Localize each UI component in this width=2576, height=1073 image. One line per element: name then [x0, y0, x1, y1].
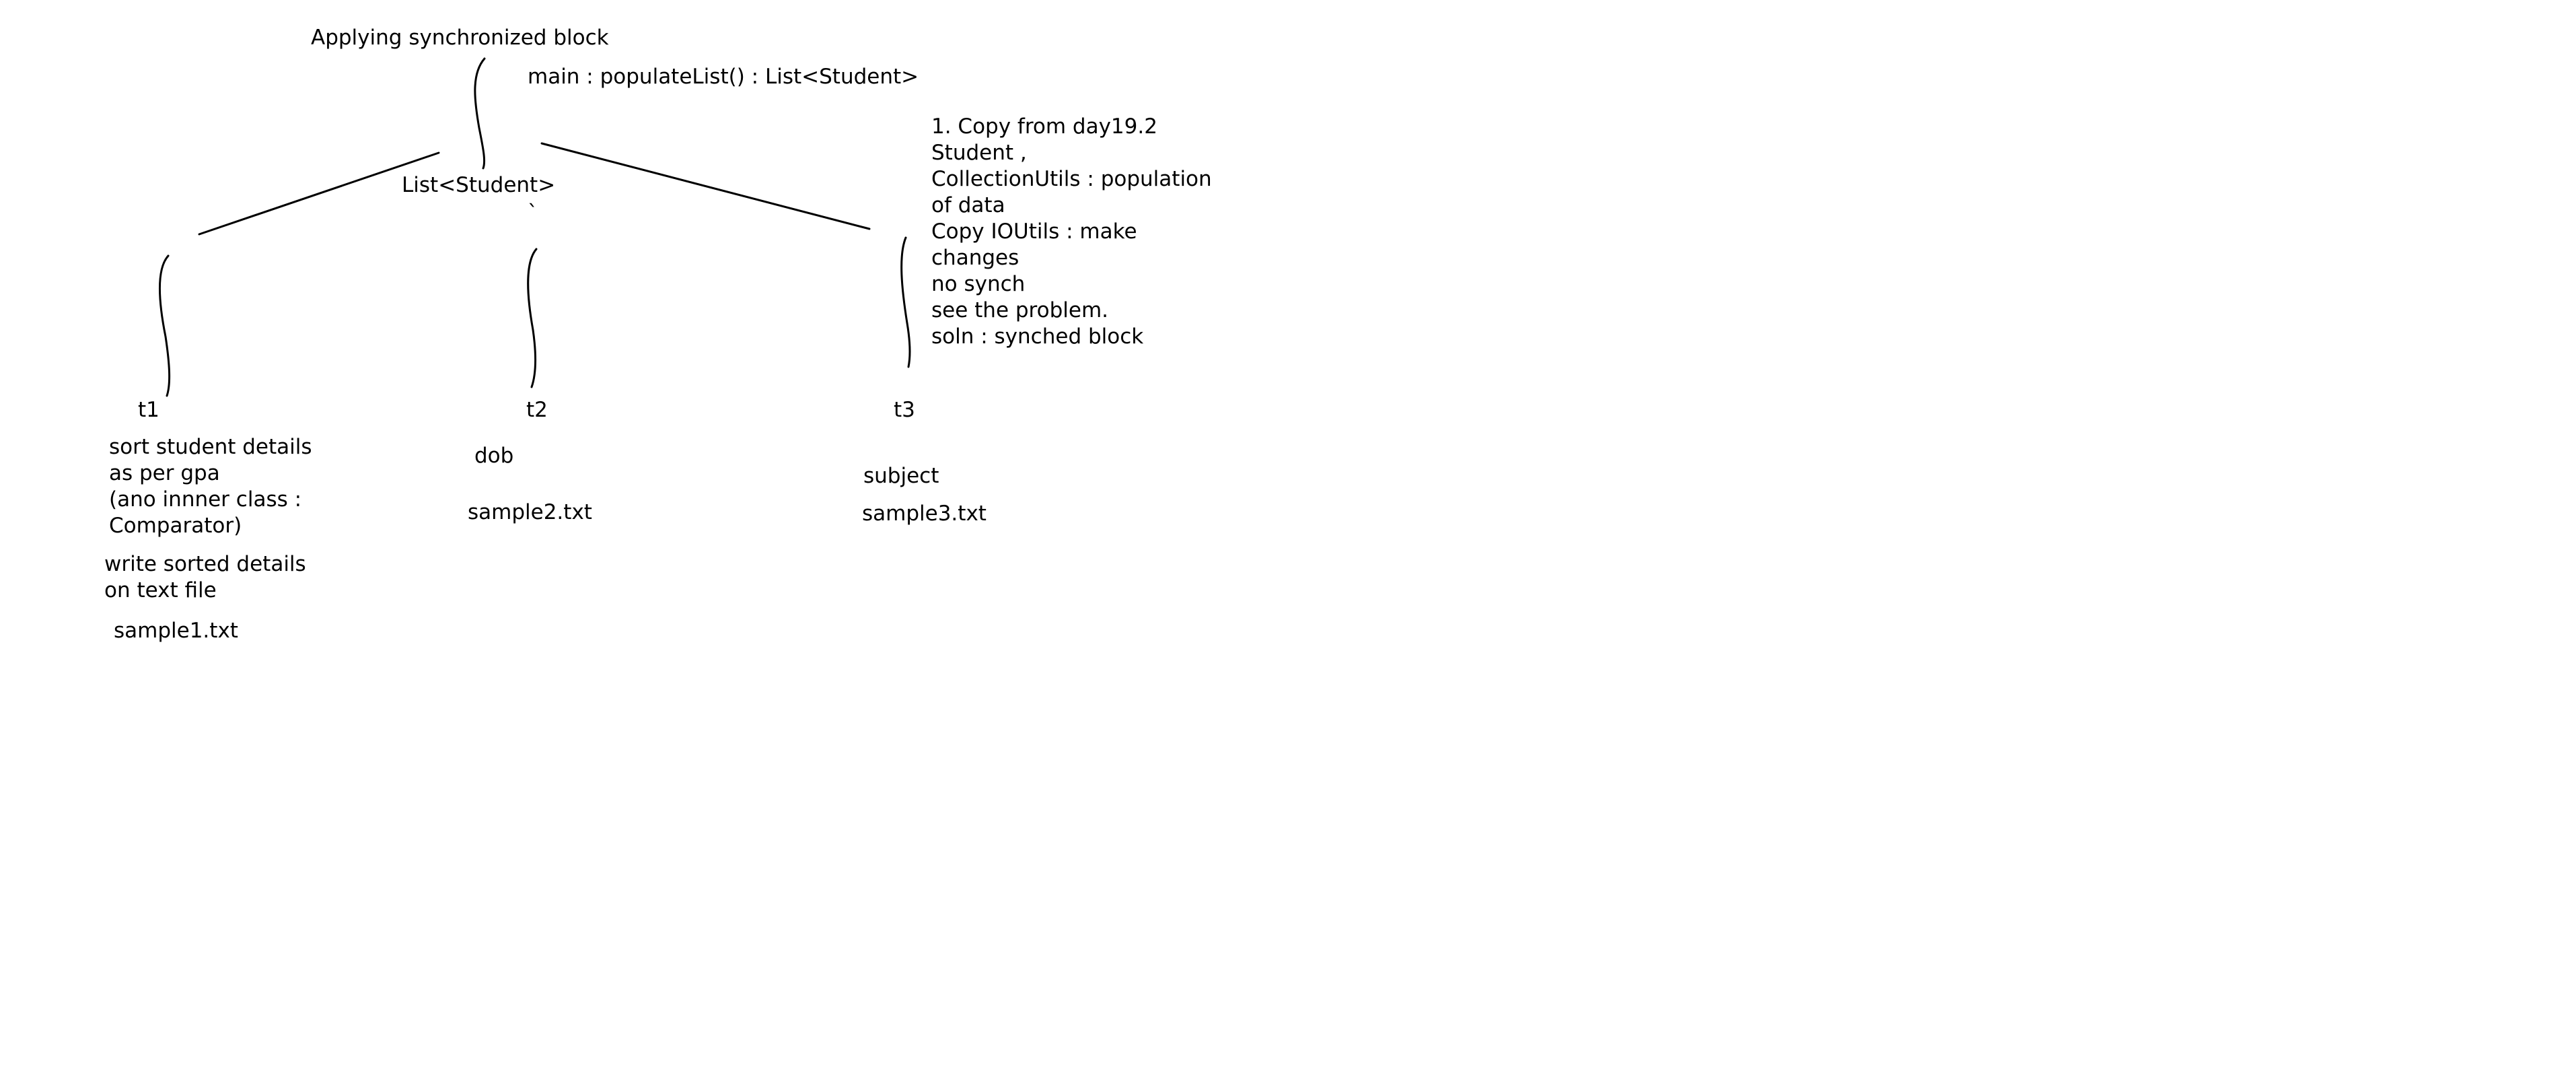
list-to-t3-line [540, 142, 871, 230]
steps-note: 1. Copy from day19.2 Student , Collectio… [931, 114, 1212, 350]
diagram-title: Applying synchronized block [311, 26, 609, 50]
t1-task-note: sort student details as per gpa (ano inn… [109, 434, 312, 539]
step-line: Copy IOUtils : make [931, 219, 1137, 244]
step-line: CollectionUtils : population [931, 167, 1212, 191]
t1-write-note: write sorted details on text file [104, 551, 306, 604]
t1-write-line: on text file [104, 578, 217, 602]
main-label: main : populateList() : List<Student> [528, 65, 919, 89]
step-line: no synch [931, 272, 1026, 296]
t2-stroke [527, 248, 538, 388]
step-line: of data [931, 193, 1005, 217]
t1-stroke [159, 254, 171, 397]
step-line: changes [931, 246, 1019, 270]
step-line: see the problem. [931, 298, 1109, 322]
t1-file-label: sample1.txt [114, 619, 238, 643]
backtick-mark: ` [528, 201, 538, 226]
t1-task-line: as per gpa [109, 461, 220, 485]
t3-file-label: sample3.txt [862, 501, 987, 526]
t3-stroke [900, 236, 911, 368]
step-line: soln : synched block [931, 324, 1144, 349]
step-line: 1. Copy from day19.2 [931, 114, 1157, 139]
t1-task-line: (ano innner class : [109, 487, 302, 512]
thread-t1-label: t1 [138, 398, 159, 422]
t2-key-label: dob [474, 444, 514, 468]
t3-key-label: subject [863, 464, 939, 488]
t1-task-line: Comparator) [109, 514, 242, 538]
list-label: List<Student> [402, 173, 556, 197]
t1-task-line: sort student details [109, 435, 312, 459]
thread-t2-label: t2 [526, 398, 548, 422]
thread-t3-label: t3 [894, 398, 915, 422]
step-line: Student , [931, 141, 1027, 165]
title-to-list-stroke [474, 57, 486, 170]
t2-file-label: sample2.txt [468, 500, 592, 524]
list-to-t1-line [198, 151, 440, 236]
t1-write-line: write sorted details [104, 552, 306, 576]
